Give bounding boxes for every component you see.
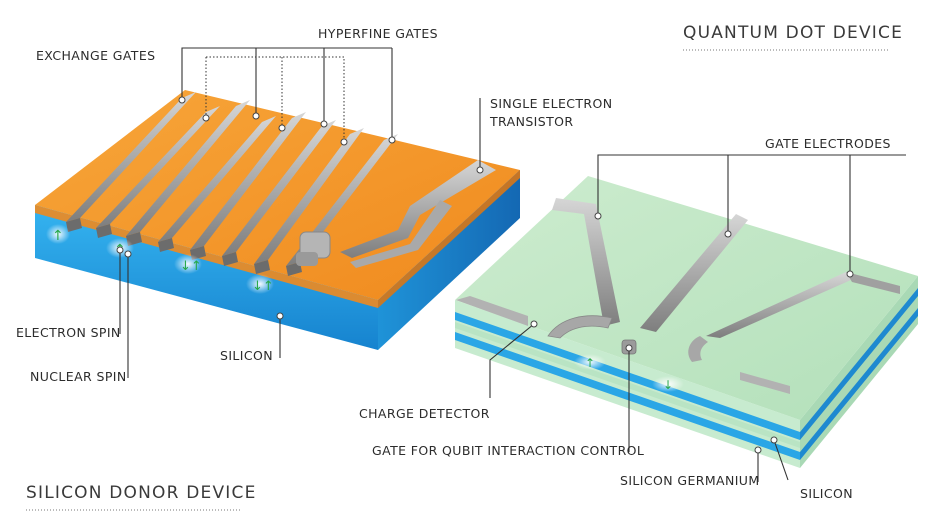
quantum-dot-device: ↑ ↓ (455, 176, 918, 468)
gate-bar (254, 128, 364, 274)
label-hyperfine-gates: HYPERFINE GATES (318, 26, 438, 41)
label-gate-qubit-interaction: GATE FOR QUBIT INTERACTION CONTROL (372, 443, 644, 458)
svg-text:↑: ↑ (585, 356, 595, 370)
gate-bars (66, 92, 398, 276)
single-electron-transistor-shape (296, 160, 496, 268)
label-charge-detector: CHARGE DETECTOR (359, 406, 490, 421)
label-transistor: TRANSISTOR (489, 114, 573, 129)
gate-electrodes-shape (456, 198, 900, 394)
label-single-electron: SINGLE ELECTRON (490, 96, 613, 111)
label-silicon-right: SILICON (800, 486, 853, 501)
svg-text:↑: ↑ (52, 228, 64, 244)
label-exchange-gates: EXCHANGE GATES (36, 48, 155, 63)
label-gate-electrodes: GATE ELECTRODES (765, 136, 891, 151)
label-silicon-left: SILICON (220, 348, 273, 363)
title-quantum-dot-device: QUANTUM DOT DEVICE (683, 23, 903, 43)
silicon-germanium-top (455, 176, 918, 420)
gate-bar (222, 120, 336, 266)
svg-text:↓↑: ↓↑ (180, 259, 202, 274)
label-nuclear-spin: NUCLEAR SPIN (30, 369, 127, 384)
label-silicon-germanium: SILICON GERMANIUM (620, 473, 760, 488)
label-electron-spin: ELECTRON SPIN (16, 325, 121, 340)
svg-text:↓↑: ↓↑ (252, 279, 274, 294)
silicon-side-face (378, 170, 520, 350)
svg-text:↓: ↓ (663, 378, 673, 392)
leader-lines (116, 47, 906, 482)
gate-bar (96, 106, 220, 238)
title-silicon-donor-device: SILICON DONOR DEVICE (26, 483, 257, 503)
labels: QUANTUM DOT DEVICE SILICON DONOR DEVICE … (16, 23, 903, 511)
gate-bar (66, 92, 196, 232)
silicon-donor-device: ↑ ↑ ↓↑ ↓↑ (35, 90, 520, 350)
gate-bar (158, 116, 276, 252)
